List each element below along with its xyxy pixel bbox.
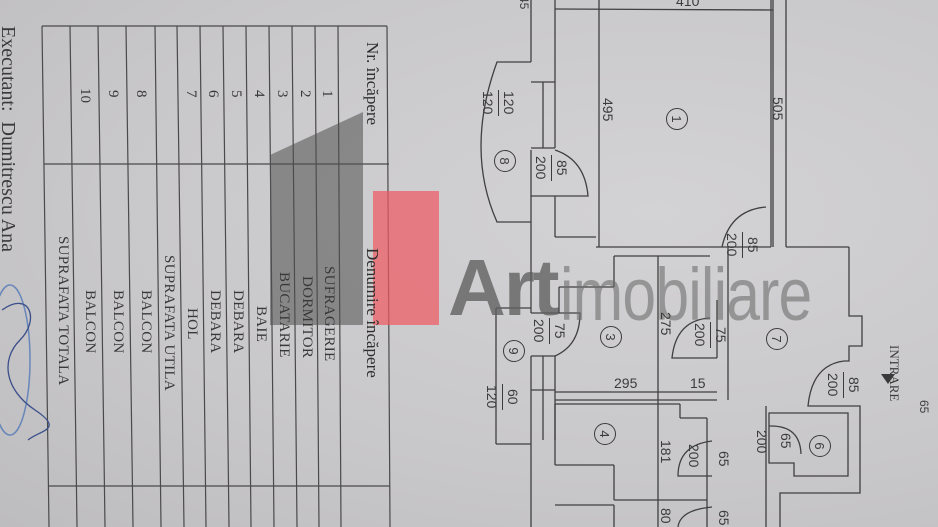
room-marker-6: 6 (809, 435, 831, 457)
row-2-name: DORMITOR (299, 276, 315, 359)
row-subtotal-name: SUPRAFATA UTILA (161, 255, 177, 391)
row-5-nr: 5 (228, 90, 244, 98)
entrance-label: INTRARE (887, 345, 902, 402)
dim-storage-65: 65 (778, 433, 794, 449)
row-1-nr: 1 (319, 90, 335, 98)
row-3-nr: 3 (274, 90, 290, 98)
row-7-name: HOL (184, 308, 200, 340)
watermark-accent-block (373, 191, 439, 325)
row-10-name: BALCON (82, 290, 98, 354)
row-7-nr: 7 (183, 90, 199, 98)
header-room-name: Denumire încăpere (363, 248, 382, 378)
dim-door-65-a: 65 (716, 451, 732, 467)
row-total-name: SUPRAFATA TOTALA (55, 236, 71, 386)
dim-wall: 15 (690, 375, 706, 391)
dim-door-bath-200: 200 (686, 444, 702, 468)
header-room-number: Nr. încăpere (363, 42, 382, 126)
row-3-name: BUCATARIE (276, 272, 292, 358)
row-4-nr: 4 (251, 90, 267, 98)
dim-door-65-b: 65 (716, 510, 732, 526)
row-8-nr: 8 (133, 90, 149, 98)
room-marker-4: 4 (594, 423, 616, 445)
room-marker-3: 3 (600, 326, 622, 348)
row-10-nr: 10 (77, 88, 93, 103)
row-2-nr: 2 (297, 90, 313, 98)
dim-kitchen-width: 295 (614, 375, 638, 391)
row-1-name: SUFRAGERIE (321, 266, 337, 362)
watermark-brand-bold: Art (448, 243, 560, 332)
row-8-name: BALCON (138, 290, 154, 354)
dim-bath-len: 181 (658, 440, 674, 464)
row-6-name: DEBARA (207, 290, 223, 354)
row-5-name: DEBARA (230, 290, 246, 354)
room-marker-8: 8 (494, 150, 516, 172)
dim-partial-80: 80 (658, 508, 674, 524)
room-marker-1: 1 (666, 108, 688, 130)
room-marker-9: 9 (503, 340, 525, 362)
dim-door-65-c: 65 (917, 400, 931, 414)
row-9-nr: 9 (105, 90, 121, 98)
dim-room1-left: 495 (600, 98, 616, 122)
watermark-brand-light: imobiliare (560, 253, 812, 336)
dim-room1-right: 505 (770, 97, 786, 121)
dim-storage-200: 200 (754, 430, 770, 454)
row-9-name: BALCON (110, 290, 126, 354)
dim-kitchen-len: 275 (658, 312, 674, 336)
signature-stamp (0, 284, 50, 441)
dim-top-small: 45 (517, 0, 531, 10)
row-4-name: BAIE (253, 306, 269, 343)
executant-label: Executant: Dumitrescu Ana (0, 26, 19, 253)
room-marker-7: 7 (766, 328, 788, 350)
row-6-nr: 6 (205, 90, 221, 98)
dim-top-width: 410 (676, 0, 700, 9)
